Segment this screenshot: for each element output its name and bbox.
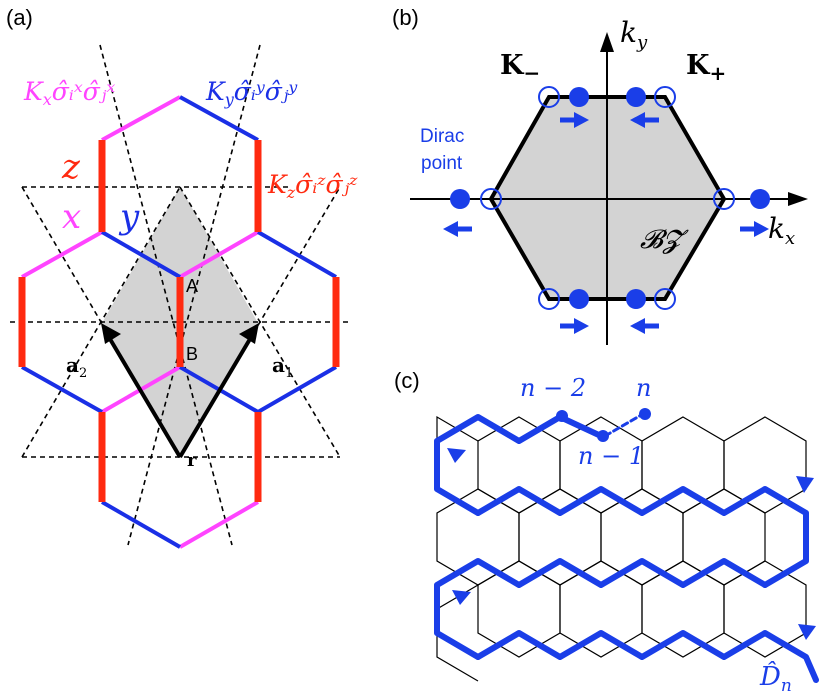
a2-arrowhead — [101, 323, 121, 344]
dirac-point-label-line2: point — [421, 153, 463, 174]
kx-axis-arrowhead — [788, 192, 808, 206]
kz-coupling-label: Kzσ̂ᵢᶻσ̂ⱼᶻ — [267, 170, 358, 202]
panel-b-label: (b) — [392, 5, 419, 30]
site-a-label: A — [186, 276, 198, 296]
panel-a: (a) — [6, 5, 358, 549]
site-n-minus-2-label: n − 2 — [520, 374, 586, 402]
k-minus-label: K− — [500, 50, 540, 85]
panel-a-label: (a) — [6, 5, 33, 30]
shift-arrows — [443, 112, 769, 334]
vector-a1-label: a1 — [272, 353, 293, 381]
ky-axis-label: ky — [620, 16, 648, 53]
bz-label: 𝓑𝓩 — [640, 225, 689, 255]
origin-r-label: r — [187, 450, 197, 471]
x-bonds — [21, 95, 259, 549]
bond-y-label: y — [118, 197, 140, 237]
panel-c: (c) — [394, 368, 819, 696]
kx-coupling-label: Kxσ̂ᵢˣσ̂ⱼˣ — [23, 77, 115, 109]
d-operator-label: D̂n — [759, 661, 792, 695]
z-bonds — [18, 140, 340, 502]
a1-arrowhead — [239, 323, 259, 344]
site-markers — [556, 408, 651, 442]
site-b-label: B — [186, 344, 198, 364]
k-plus-label: K+ — [686, 50, 726, 85]
panel-c-label: (c) — [394, 368, 420, 393]
lattice-vectors — [101, 323, 259, 459]
bond-z-label: z — [61, 147, 81, 187]
vector-a2-label: a2 — [66, 353, 87, 381]
bond-x-label: x — [62, 197, 81, 237]
kx-axis-label: kx — [768, 212, 795, 249]
dirac-point-label-line1: Dirac — [420, 126, 464, 147]
dirac-points — [450, 87, 770, 309]
path-arrowheads — [447, 448, 816, 640]
k-points-open — [480, 86, 735, 310]
site-n-minus-1-label: n − 1 — [578, 442, 644, 470]
site-n-label: n — [636, 374, 651, 402]
ky-axis-arrowhead — [600, 32, 614, 52]
panel-b: (b) — [392, 5, 808, 345]
ky-coupling-label: Kyσ̂ᵢʸσ̂ⱼʸ — [205, 77, 298, 109]
snake-path — [434, 412, 819, 683]
